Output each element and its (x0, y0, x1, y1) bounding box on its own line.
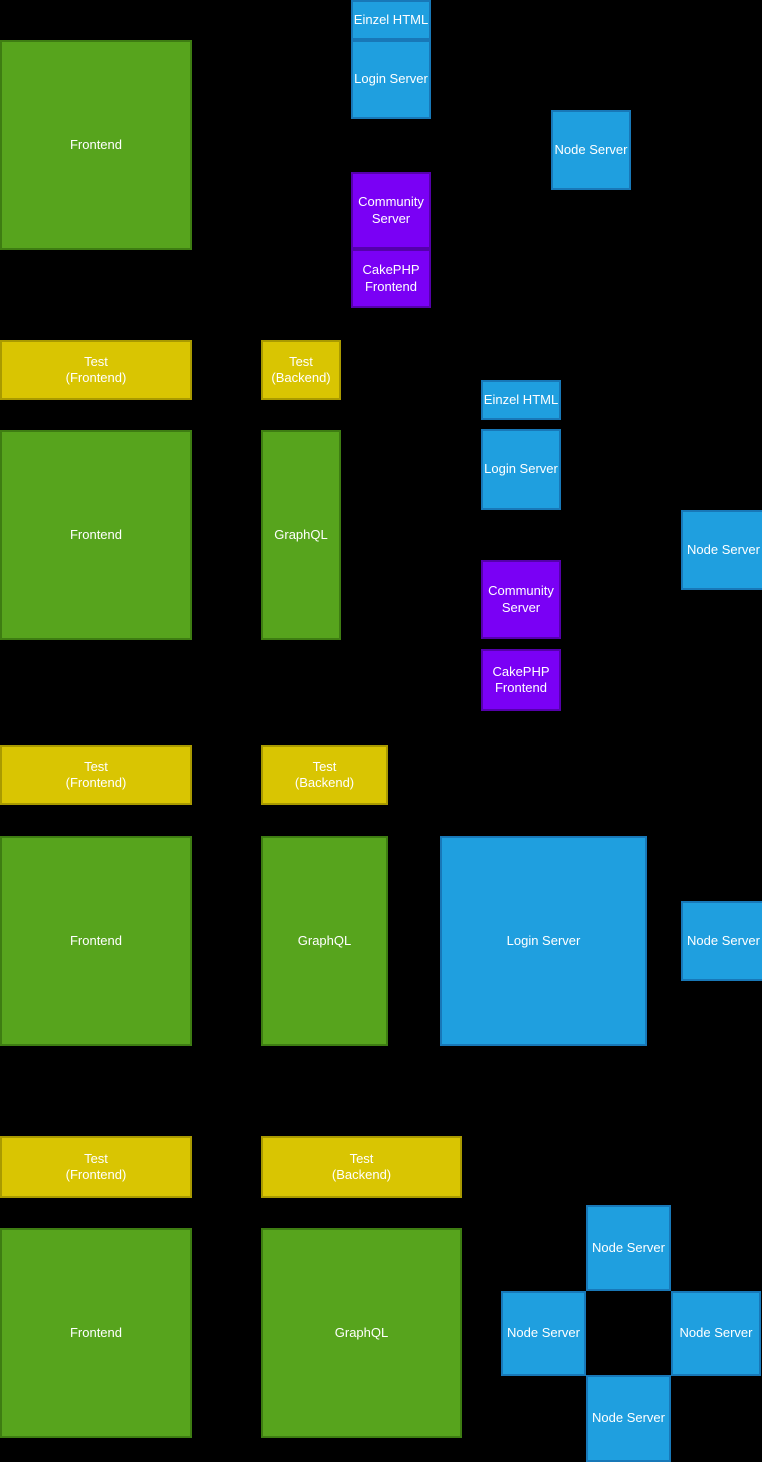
node-node-server-3[interactable]: Node Server (681, 901, 762, 981)
node-graphql-3[interactable]: GraphQL (261, 836, 388, 1046)
node-graphql-4[interactable]: GraphQL (261, 1228, 462, 1438)
node-node-server-4-bottom-label: Node Server (592, 1410, 665, 1426)
node-test-backend-2[interactable]: Test (Backend) (261, 340, 341, 400)
node-login-server-1-label: Login Server (354, 71, 428, 87)
node-test-frontend-4-label: Test (Frontend) (65, 1150, 127, 1182)
node-frontend-4-label: Frontend (69, 1324, 123, 1340)
node-cakephp-frontend-1-label: CakePHP Frontend (362, 262, 420, 294)
node-cakephp-frontend-2-label: CakePHP Frontend (492, 663, 550, 695)
node-test-frontend-3-label: Test (Frontend) (65, 758, 127, 790)
node-test-frontend-2[interactable]: Test (Frontend) (0, 340, 192, 400)
node-node-server-4-top-label: Node Server (592, 1239, 665, 1255)
node-cakephp-frontend-2[interactable]: CakePHP Frontend (481, 649, 561, 711)
node-einzel-html-2[interactable]: Einzel HTML (481, 380, 561, 420)
node-node-server-1-label: Node Server (554, 141, 628, 157)
node-node-server-4-bottom[interactable]: Node Server (586, 1375, 671, 1462)
node-login-server-3-label: Login Server (506, 932, 581, 948)
node-community-server-1-label: Community Server (358, 194, 424, 226)
node-test-frontend-4[interactable]: Test (Frontend) (0, 1136, 192, 1198)
node-graphql-3-label: GraphQL (297, 932, 352, 948)
node-einzel-html-1[interactable]: Einzel HTML (351, 0, 431, 40)
node-test-frontend-3[interactable]: Test (Frontend) (0, 745, 192, 805)
node-node-server-4-left-label: Node Server (507, 1325, 580, 1341)
node-community-server-2-label: Community Server (488, 583, 554, 615)
node-test-backend-2-label: Test (Backend) (271, 353, 331, 385)
node-login-server-2-label: Login Server (484, 461, 558, 477)
node-test-backend-3-label: Test (Backend) (294, 758, 355, 790)
node-frontend-2-label: Frontend (69, 526, 123, 542)
node-graphql-2[interactable]: GraphQL (261, 430, 341, 640)
node-frontend-3[interactable]: Frontend (0, 836, 192, 1046)
node-node-server-4-right[interactable]: Node Server (671, 1291, 761, 1376)
node-node-server-1[interactable]: Node Server (551, 110, 631, 190)
node-test-frontend-2-label: Test (Frontend) (65, 353, 127, 385)
node-frontend-1[interactable]: Frontend (0, 40, 192, 250)
node-test-backend-4[interactable]: Test (Backend) (261, 1136, 462, 1198)
node-login-server-3[interactable]: Login Server (440, 836, 647, 1046)
node-graphql-2-label: GraphQL (274, 526, 328, 542)
node-community-server-1[interactable]: Community Server (351, 172, 431, 249)
node-einzel-html-1-label: Einzel HTML (353, 11, 429, 27)
node-frontend-3-label: Frontend (69, 932, 123, 948)
node-login-server-2[interactable]: Login Server (481, 429, 561, 510)
node-graphql-4-label: GraphQL (334, 1324, 389, 1340)
node-test-backend-4-label: Test (Backend) (331, 1150, 392, 1182)
node-node-server-2-label: Node Server (687, 541, 760, 557)
node-test-backend-3[interactable]: Test (Backend) (261, 745, 388, 805)
node-cakephp-frontend-1[interactable]: CakePHP Frontend (351, 249, 431, 308)
node-node-server-4-left[interactable]: Node Server (501, 1291, 586, 1376)
node-node-server-2[interactable]: Node Server (681, 510, 762, 590)
node-frontend-2[interactable]: Frontend (0, 430, 192, 640)
node-node-server-4-top[interactable]: Node Server (586, 1205, 671, 1291)
node-frontend-4[interactable]: Frontend (0, 1228, 192, 1438)
node-node-server-3-label: Node Server (687, 932, 760, 948)
node-frontend-1-label: Frontend (69, 136, 123, 152)
node-login-server-1[interactable]: Login Server (351, 40, 431, 119)
node-community-server-2[interactable]: Community Server (481, 560, 561, 639)
node-node-server-4-right-label: Node Server (679, 1325, 753, 1341)
node-einzel-html-2-label: Einzel HTML (483, 391, 559, 407)
